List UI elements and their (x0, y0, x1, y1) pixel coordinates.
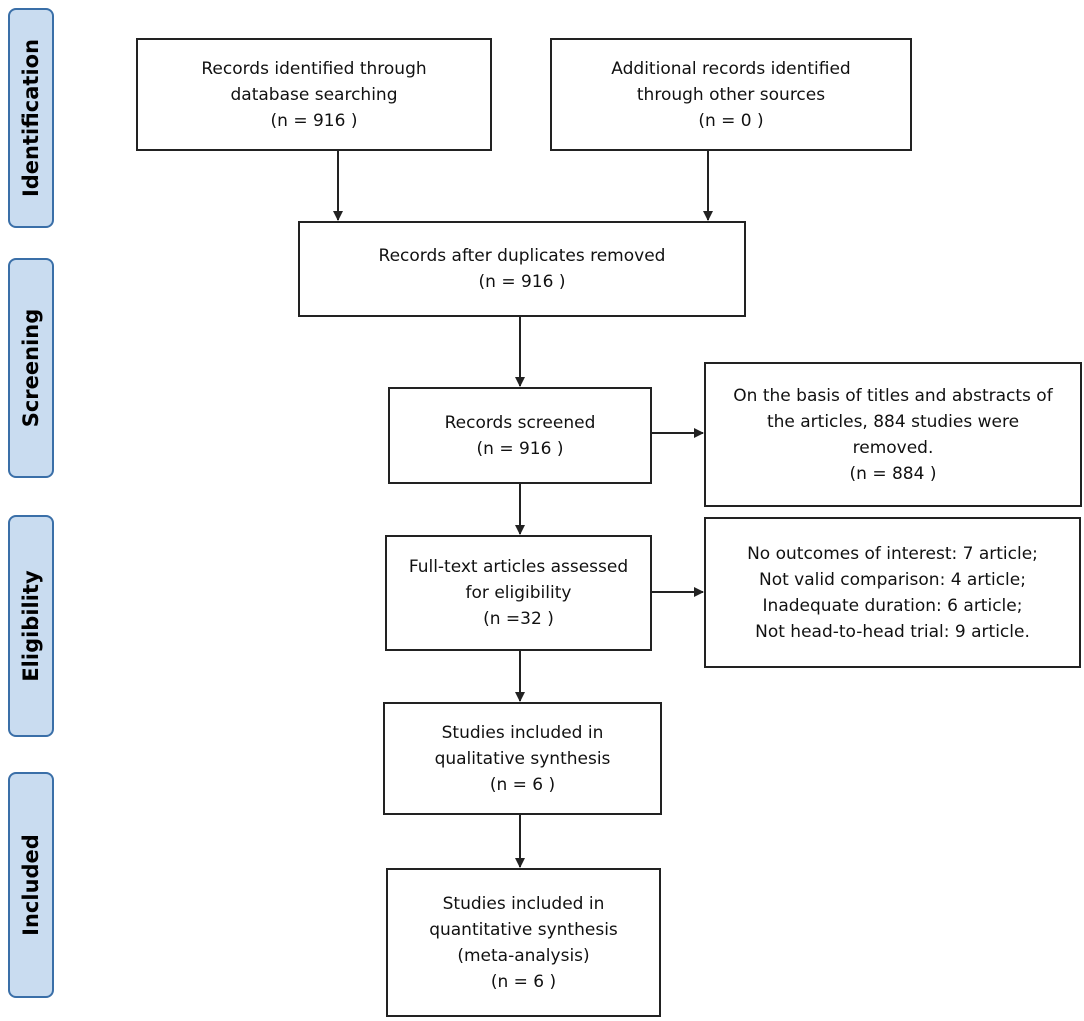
stage-identification-label: Identification (19, 38, 43, 198)
excluded-screening-box: On the basis of titles and abstracts of … (704, 362, 1082, 507)
quantitative-line2: quantitative synthesis (429, 919, 618, 940)
fulltext-line1: Full-text articles assessed (408, 557, 629, 577)
excluded-screening-line3: removed. (852, 437, 934, 458)
stage-included-label: Included (19, 834, 43, 936)
records-database-line1: Records identified through (201, 58, 427, 79)
records-other-line2: through other sources (636, 84, 826, 105)
quantitative-line3: (meta-analysis) (457, 945, 590, 966)
duplicates-removed-count: (n = 916 ) (478, 272, 566, 292)
records-database-box: Records identified through database sear… (136, 38, 492, 151)
stage-included: Included (8, 772, 54, 998)
stage-eligibility-label: Eligibility (19, 570, 43, 682)
qualitative-synthesis-box: Studies included in qualitative synthesi… (383, 702, 662, 815)
quantitative-line1: Studies included in (442, 893, 605, 914)
excluded-fulltext-line3: Inadequate duration: 6 article; (762, 595, 1023, 616)
records-other-line1: Additional records identified (611, 58, 851, 79)
excluded-fulltext-line4: Not head-to-head trial: 9 article. (755, 621, 1030, 642)
records-database-count: (n = 916 ) (270, 110, 358, 131)
fulltext-count: (n =32 ) (483, 609, 554, 629)
records-other-sources-box: Additional records identified through ot… (550, 38, 912, 151)
excluded-screening-count: (n = 884 ) (849, 463, 937, 484)
records-database-line2: database searching (230, 84, 398, 105)
stage-eligibility: Eligibility (8, 515, 54, 737)
excluded-fulltext-box: No outcomes of interest: 7 article; Not … (704, 517, 1081, 668)
excluded-fulltext-line1: No outcomes of interest: 7 article; (747, 543, 1038, 564)
records-screened-count: (n = 916 ) (476, 438, 564, 459)
fulltext-line2: for eligibility (465, 583, 572, 603)
stage-identification: Identification (8, 8, 54, 228)
stage-screening: Screening (8, 258, 54, 478)
fulltext-assessed-box: Full-text articles assessed for eligibil… (385, 535, 652, 651)
quantitative-count: (n = 6 ) (490, 971, 557, 992)
excluded-screening-line1: On the basis of titles and abstracts of (733, 385, 1053, 406)
duplicates-removed-box: Records after duplicates removed (n = 91… (298, 221, 746, 317)
qualitative-line1: Studies included in (441, 722, 604, 743)
records-screened-line1: Records screened (444, 412, 596, 433)
stage-screening-label: Screening (19, 308, 43, 428)
records-other-count: (n = 0 ) (698, 110, 764, 131)
qualitative-line2: qualitative synthesis (434, 748, 611, 769)
qualitative-count: (n = 6 ) (489, 774, 556, 795)
quantitative-synthesis-box: Studies included in quantitative synthes… (386, 868, 661, 1017)
excluded-screening-line2: the articles, 884 studies were (766, 411, 1020, 432)
excluded-fulltext-line2: Not valid comparison: 4 article; (759, 569, 1026, 590)
records-screened-box: Records screened (n = 916 ) (388, 387, 652, 484)
duplicates-removed-line1: Records after duplicates removed (378, 246, 666, 266)
